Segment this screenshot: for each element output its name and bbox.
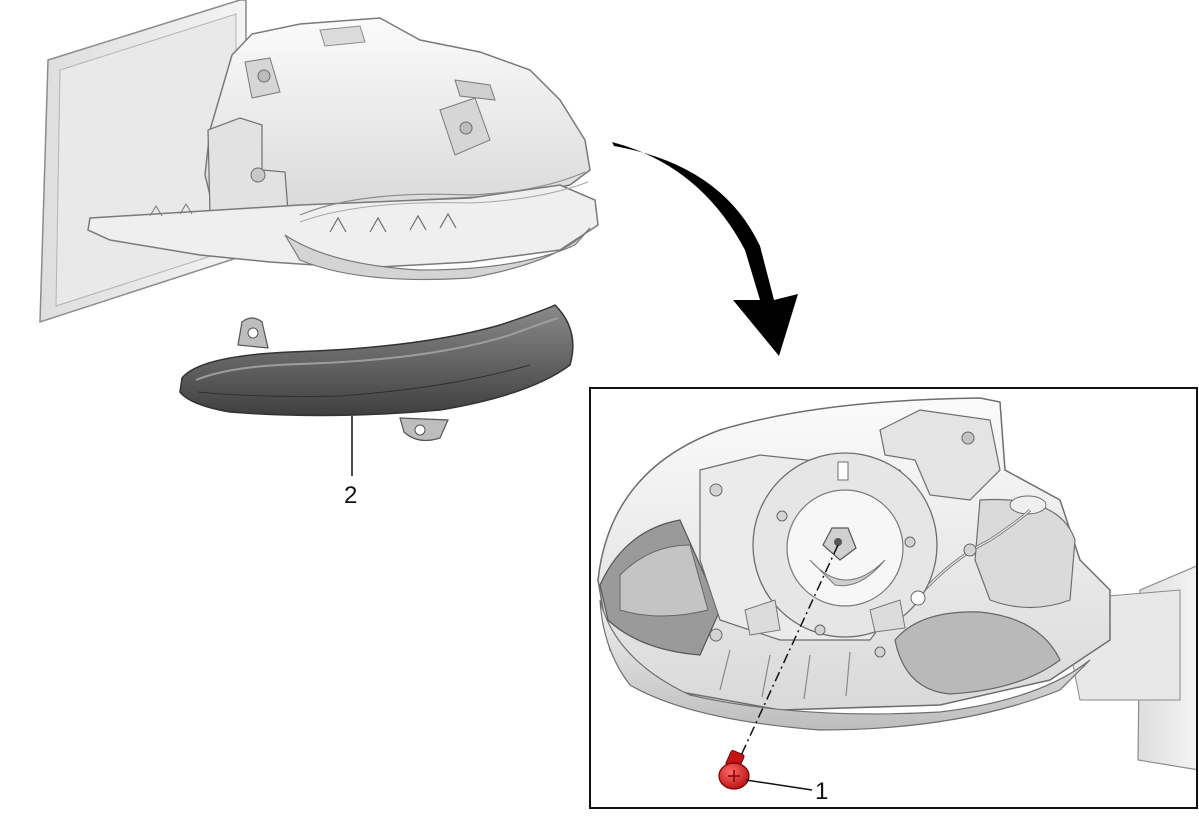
curved-arrow-icon xyxy=(612,142,798,356)
mirror-assembly xyxy=(39,0,599,324)
turn-signal-lamp xyxy=(179,304,574,442)
callout-1-label: 1 xyxy=(815,778,828,805)
callout-2-label: 2 xyxy=(344,482,357,509)
callout-1-leader xyxy=(745,779,813,791)
screw-icon xyxy=(718,749,750,790)
detail-inset: 1 xyxy=(589,387,1198,809)
